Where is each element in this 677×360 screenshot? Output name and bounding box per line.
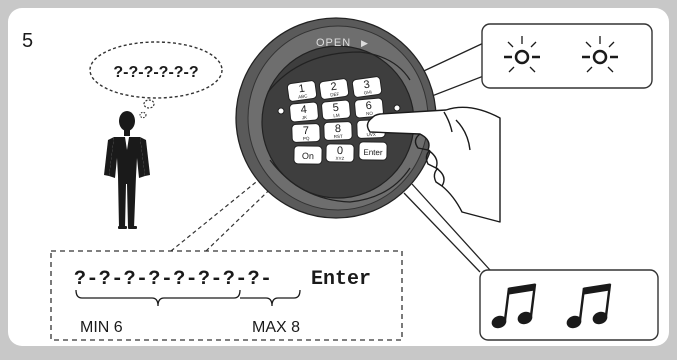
keypad-key-letters: UVX [366,132,375,137]
keypad-key-face [291,123,321,143]
keypad-key-letters: JK [302,115,308,120]
keypad-key-label: On [302,151,314,161]
keypad-key-label: 4 [300,104,307,116]
keypad-key-label: 8 [335,123,342,135]
code-entry-box [50,250,403,341]
min-label: MIN 6 [80,319,123,336]
music-notes-icon [491,283,537,329]
keypad-key-label: 3 [363,79,371,92]
keypad-key-letters: RST [334,134,343,139]
keypad-key-5: 5LM [321,99,351,121]
keypad-key-face [321,99,351,121]
keypad-key-7: 7PQ [291,123,321,143]
keypad-key-face [351,76,383,98]
led-light-icon [504,36,540,73]
min-brace [75,289,241,307]
keypad-key-letters: NO [366,111,374,117]
keypad-key-letters: GHI [363,89,372,95]
pointing-hand-icon [366,106,501,223]
keypad-key-face [325,143,355,163]
open-label: OPEN [316,37,351,49]
keypad-key-label: 0 [337,145,343,157]
step-number: 5 [22,30,33,52]
led-light-icon [582,36,618,73]
keypad-key-letters: DEF [330,91,340,97]
music-notes-icon [566,283,612,329]
keypad-key-label: 1 [298,83,306,96]
keypad-key-label: 5 [332,102,339,114]
keypad-key-face [323,121,353,141]
keypad-key-enter: Enter [358,141,388,161]
sound-lines [403,183,491,273]
keypad-key-label: 2 [330,81,338,94]
thought-code: ?-?-?-?-?-? [113,64,198,81]
keypad-key-6: 6NO [354,97,384,119]
keypad-key-label: 7 [303,125,310,137]
open-arrow-icon: ▶ [361,38,368,48]
keypad-key-label: 6 [365,100,372,112]
max-brace [239,289,301,307]
person-shirt [125,137,129,150]
keypad-key-face [293,145,323,165]
thought-bubble-icon [89,41,223,119]
keypad-key-label: Enter [363,148,383,157]
keypad-key-on: On [293,145,323,165]
keypad-key-letters: XYZ [335,156,344,161]
keypad-key-letters: LM [333,113,340,119]
keypad-key-letters: PQ [303,136,310,141]
keypad-key-face [354,97,384,119]
code-enter-label: Enter [311,268,371,291]
led-indicator-box [481,23,653,89]
code-sequence: ?-?-?-?-?-?-?-?- [74,268,272,291]
keypad-key-face [318,78,350,100]
keypad-key-4: 4JK [289,101,319,123]
keypad-key-face [286,80,318,102]
keypad-key-letters: ABC [298,93,309,99]
keypad-key-face [289,101,319,123]
keypad-key-face [358,141,388,161]
person-icon [104,111,150,229]
max-label: MAX 8 [252,319,300,336]
